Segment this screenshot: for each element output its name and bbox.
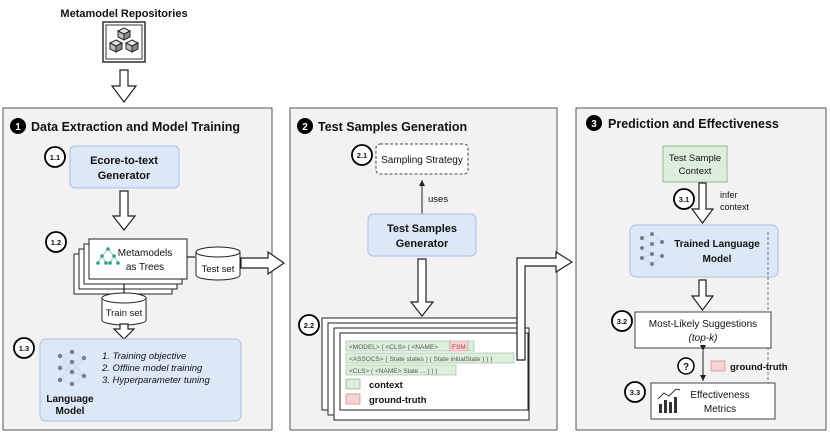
step-2-1-badge xyxy=(351,144,373,166)
question-label: ? xyxy=(683,362,689,373)
ecore-generator-line2: Generator xyxy=(98,170,151,182)
sample-context-line1: <MODEL> ( <CLS> ( <NAME> xyxy=(349,344,438,351)
step-3-2-badge xyxy=(611,310,633,332)
sample-context-line3: <CLS> ( <NAME> State ... ) ) ) xyxy=(349,368,438,375)
trained-neural-network-icon xyxy=(640,232,664,266)
arrow-trainset-to-lm xyxy=(112,323,136,340)
trees-line1: Metamodels xyxy=(118,248,172,259)
test-context-line1: Test Sample xyxy=(669,153,721,164)
truth-swatch xyxy=(710,360,726,372)
sample-context-line2-bg xyxy=(345,352,515,364)
step-3-1-label: 3.1 xyxy=(679,195,689,204)
step-3-1-badge xyxy=(673,188,695,210)
legend-context-swatch xyxy=(345,378,361,390)
test-set-cylinder xyxy=(195,246,241,281)
step-3-2-label: 3.2 xyxy=(617,317,627,326)
step-1-3-badge xyxy=(13,337,35,359)
language-model-line1: Language xyxy=(46,394,94,405)
sampling-strategy-box xyxy=(375,143,469,175)
sample-context-line3-bg xyxy=(345,364,457,376)
legend-context-label: context xyxy=(369,380,404,391)
panel-3-title: Prediction and Effectiveness xyxy=(608,117,779,131)
question-badge xyxy=(677,357,695,375)
panel-2-number: 2 xyxy=(302,122,308,133)
infer-line1: infer xyxy=(720,190,738,200)
trained-model-line2: Model xyxy=(703,254,732,265)
repositories-title: Metamodel Repositories xyxy=(60,8,187,20)
step-1-2-badge xyxy=(45,231,67,253)
training-task-3: 3. Hyperparameter tuning xyxy=(102,375,210,386)
step-1-2-label: 1.2 xyxy=(51,238,61,247)
truth-label: ground-truth xyxy=(730,362,788,373)
panel-2-badge xyxy=(297,118,313,134)
sample-context-line1-tail xyxy=(467,340,475,352)
step-1-1-label: 1.1 xyxy=(50,153,60,162)
test-generator-line1: Test Samples xyxy=(387,223,457,235)
test-context-box xyxy=(662,145,728,183)
language-model-box xyxy=(39,338,242,422)
uses-label: uses xyxy=(428,194,448,205)
test-context-line2: Context xyxy=(679,166,712,177)
panel-1-badge xyxy=(10,118,26,134)
panel-3-number: 3 xyxy=(591,119,597,130)
repositories-icon xyxy=(102,21,146,63)
arrow-model-to-suggestions xyxy=(690,279,715,311)
test-generator-box xyxy=(367,213,477,257)
step-3-3-label: 3.3 xyxy=(630,388,640,397)
chart-icon xyxy=(657,388,681,413)
trained-model-line1: Trained Language xyxy=(674,239,760,250)
suggestions-line2: (top-k) xyxy=(689,333,718,344)
train-set-cylinder xyxy=(101,292,147,326)
step-1-1-badge xyxy=(44,146,66,168)
step-1-3-label: 1.3 xyxy=(19,344,29,353)
sample-truth: FSM xyxy=(452,344,466,351)
trained-model-box xyxy=(629,224,779,278)
metrics-line1: Effectiveness xyxy=(690,390,749,401)
panel-2-title: Test Samples Generation xyxy=(318,120,467,134)
trees-line2: as Trees xyxy=(126,262,164,273)
legend-truth-swatch xyxy=(345,393,361,405)
step-2-1-label: 2.1 xyxy=(357,151,367,160)
sampling-strategy-label: Sampling Strategy xyxy=(381,155,463,166)
tree-icon xyxy=(96,247,120,265)
arrow-ecore-to-trees xyxy=(111,190,137,231)
panel-1-number: 1 xyxy=(15,122,21,133)
step-2-2-badge xyxy=(298,314,320,336)
training-task-1: 1. Training objective xyxy=(102,351,186,362)
panel-1-title: Data Extraction and Model Training xyxy=(31,120,240,134)
training-task-2: 2. Offline model training xyxy=(101,363,203,374)
arrow-testset-to-panel-2 xyxy=(240,250,286,276)
legend-truth-label: ground-truth xyxy=(369,395,427,406)
sample-context-line2: <ASSOCS> ( State states ) ( State initia… xyxy=(349,356,492,363)
panel-3-badge xyxy=(586,115,602,131)
repositories-arrow xyxy=(110,69,138,103)
arrow-generator-to-samples xyxy=(409,258,435,317)
train-set-label: Train set xyxy=(106,308,143,319)
language-model-line2: Model xyxy=(56,406,85,417)
trees-stack xyxy=(73,238,188,295)
step-2-2-label: 2.2 xyxy=(304,321,314,330)
infer-line2: context xyxy=(720,202,750,212)
arrow-context-to-model xyxy=(690,182,715,224)
test-generator-line2: Generator xyxy=(396,238,449,250)
neural-network-icon xyxy=(57,349,87,387)
ecore-generator-line1: Ecore-to-text xyxy=(90,155,158,167)
test-set-label: Test set xyxy=(202,264,235,275)
suggestions-box xyxy=(634,311,772,349)
arrow-samples-to-panel-3 xyxy=(516,250,574,361)
suggestions-line1: Most-Likely Suggestions xyxy=(649,319,757,330)
step-3-3-badge xyxy=(624,381,646,403)
ecore-generator-box xyxy=(69,145,180,189)
metrics-line2: Metrics xyxy=(704,404,736,415)
